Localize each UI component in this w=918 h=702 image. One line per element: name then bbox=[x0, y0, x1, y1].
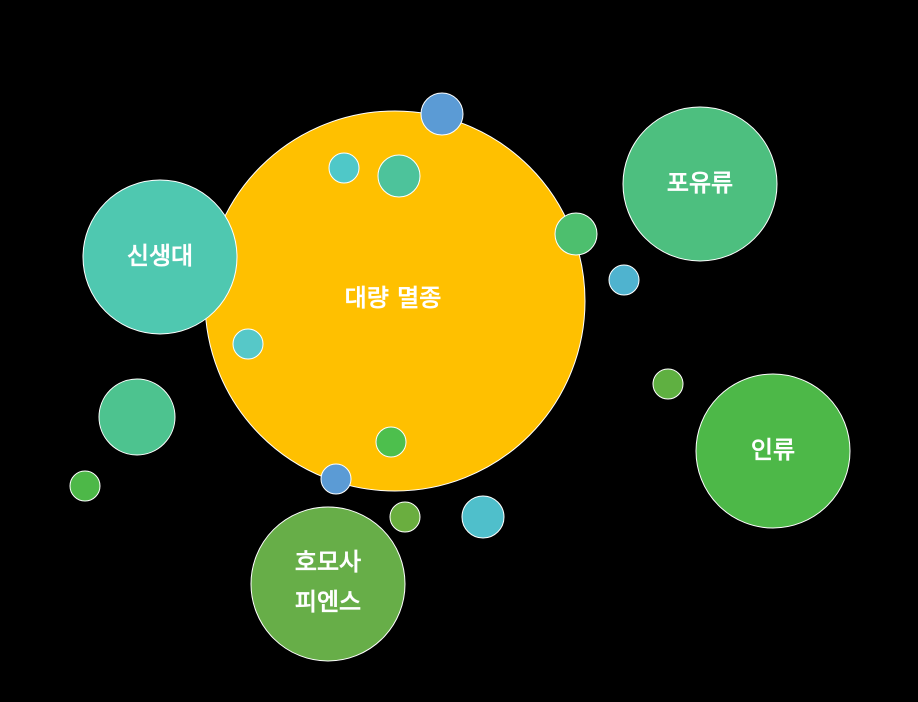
humans-circle bbox=[695, 373, 851, 529]
decorative-dot bbox=[420, 92, 464, 136]
decorative-dot bbox=[320, 463, 352, 495]
mass-extinction-bubble: 대량 멸종 bbox=[204, 110, 586, 492]
decorative-dot bbox=[328, 152, 360, 184]
decorative-dots bbox=[69, 92, 684, 539]
decorative-dot bbox=[377, 154, 421, 198]
decorative-dot bbox=[232, 328, 264, 360]
decorative-dot bbox=[98, 378, 176, 456]
decorative-dot bbox=[69, 470, 101, 502]
decorative-dot bbox=[554, 212, 598, 256]
homo-sapiens-label-line1: 호모사 bbox=[295, 548, 361, 576]
decorative-dot bbox=[461, 495, 505, 539]
humans-label: 인류 bbox=[751, 436, 795, 464]
cenozoic-label: 신생대 bbox=[127, 242, 193, 270]
mammals-circle bbox=[622, 106, 778, 262]
humans-bubble: 인류 bbox=[695, 373, 851, 529]
decorative-dot bbox=[652, 368, 684, 400]
cenozoic-circle bbox=[82, 179, 238, 335]
decorative-dot bbox=[608, 264, 640, 296]
decorative-dot bbox=[375, 426, 407, 458]
mammals-bubble: 포유류 bbox=[622, 106, 778, 262]
homo-sapiens-label-line2: 피엔스 bbox=[295, 588, 361, 616]
mammals-label: 포유류 bbox=[667, 169, 733, 197]
mass-extinction-label: 대량 멸종 bbox=[345, 284, 442, 312]
homo-sapiens-circle bbox=[250, 506, 406, 662]
homo-sapiens-bubble: 호모사 피엔스 bbox=[250, 506, 406, 662]
cenozoic-bubble: 신생대 bbox=[82, 179, 238, 335]
decorative-dot bbox=[389, 501, 421, 533]
